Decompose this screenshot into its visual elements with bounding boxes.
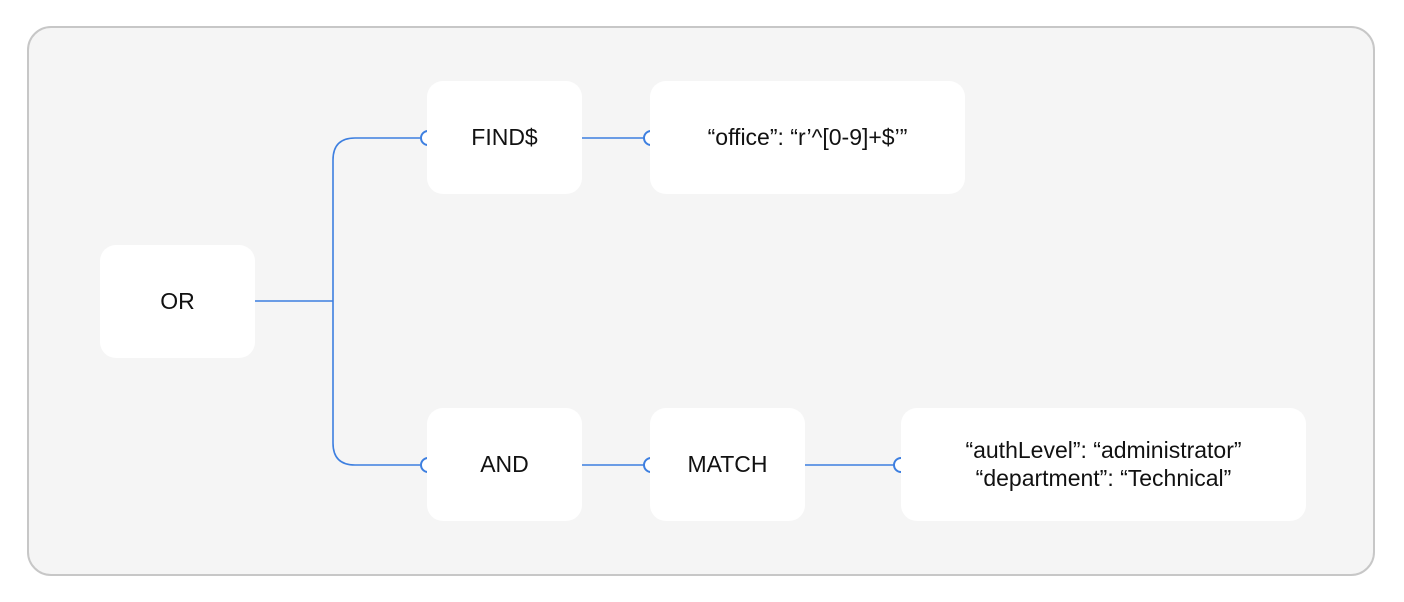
match-fields-list: “authLevel”: “administrator” “department… — [965, 437, 1241, 492]
node-finds-label: FIND$ — [471, 123, 538, 150]
match-field-department: “department”: “Technical” — [975, 464, 1232, 491]
node-finds[interactable]: FIND$ — [427, 81, 582, 194]
node-match-label: MATCH — [687, 450, 768, 477]
node-or[interactable]: OR — [100, 245, 255, 358]
node-or-label: OR — [160, 287, 195, 314]
node-office-condition[interactable]: “office”: “r’^[0-9]+$’” — [650, 81, 965, 194]
node-match-fields[interactable]: “authLevel”: “administrator” “department… — [901, 408, 1306, 521]
node-match[interactable]: MATCH — [650, 408, 805, 521]
node-office-condition-label: “office”: “r’^[0-9]+$’” — [707, 123, 908, 150]
node-and-label: AND — [480, 450, 529, 477]
node-and[interactable]: AND — [427, 408, 582, 521]
match-field-auth-level: “authLevel”: “administrator” — [965, 436, 1242, 463]
